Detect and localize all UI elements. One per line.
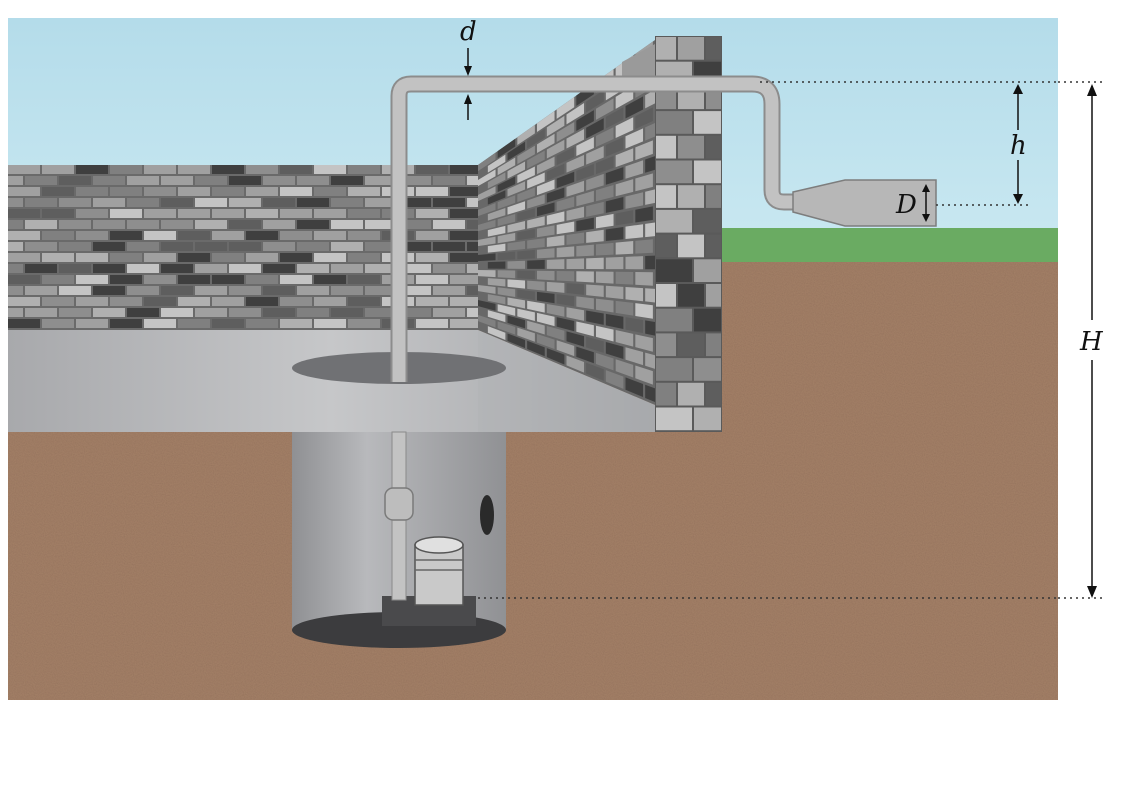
side-brick-wall [478, 40, 655, 405]
label-H: H [1079, 327, 1104, 357]
outlet-nozzle [792, 179, 937, 227]
pipe-diameter-marker [464, 48, 472, 120]
height-h-marker [1013, 84, 1023, 204]
check-valve [384, 487, 414, 521]
drain-inlet-hole [480, 495, 494, 535]
label-D: D [895, 190, 917, 220]
nozzle-diameter-marker [922, 184, 930, 222]
floor-edge [478, 330, 655, 432]
label-h: h [1010, 131, 1027, 161]
total-height-H-marker [1087, 84, 1097, 598]
pump-motor [414, 536, 464, 606]
grass-strip [720, 228, 1058, 266]
basement-floor [8, 330, 655, 432]
label-d: d [460, 17, 477, 47]
